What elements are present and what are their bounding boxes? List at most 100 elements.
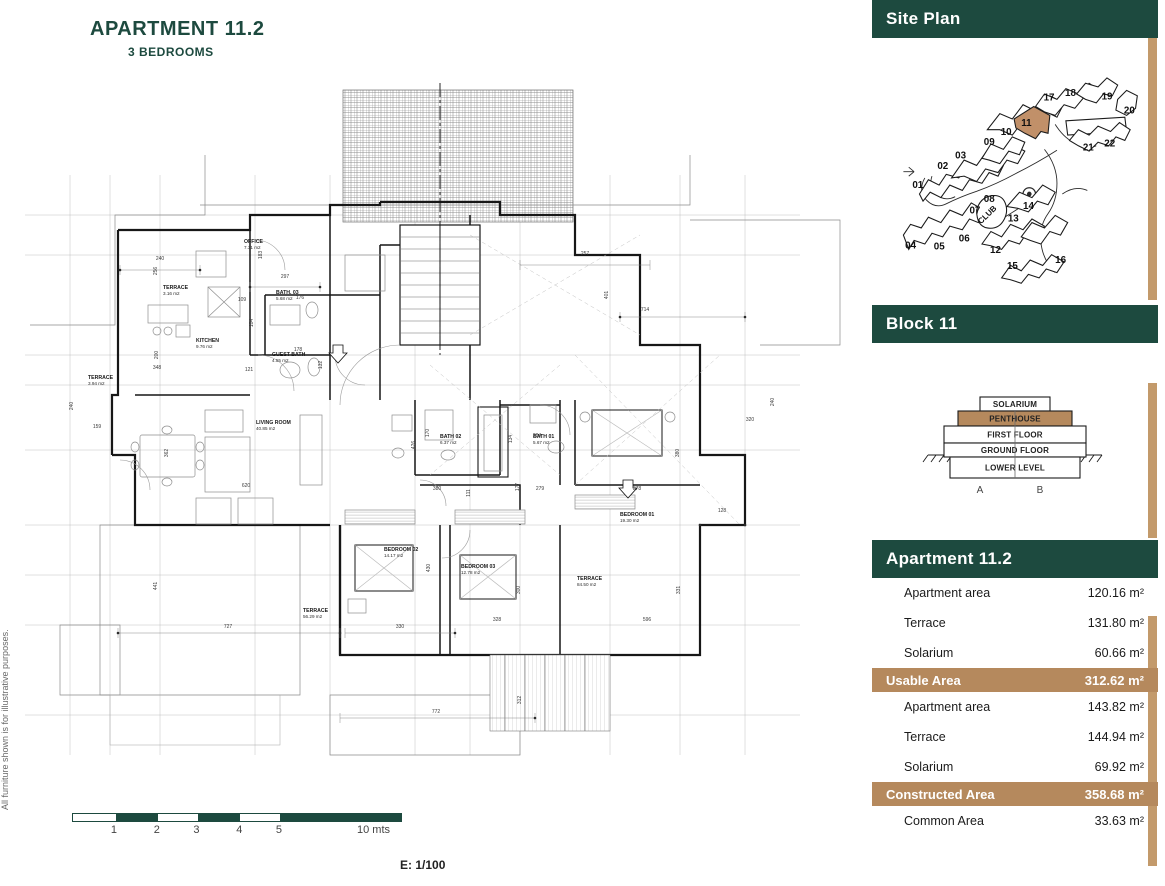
dimension-label: 132 — [318, 361, 324, 370]
info-sidebar: Site Plan — [862, 0, 1165, 886]
site-plan-block-01: 01 — [912, 180, 923, 191]
site-plan-block-14: 14 — [1023, 201, 1034, 212]
site-plan-block-21: 21 — [1083, 142, 1094, 153]
room-area-label: 40.85 m2 — [256, 426, 276, 431]
site-plan-block-20: 20 — [1124, 106, 1135, 117]
room-area-label: 4.55 m2 — [272, 358, 289, 363]
dimension-label: 240 — [770, 398, 776, 407]
dimension-label: 256 — [153, 267, 159, 276]
room-area-label: 19.30 m2 — [620, 518, 640, 523]
site-plan-block-19: 19 — [1102, 91, 1113, 102]
dimension-label: 348 — [153, 365, 162, 371]
site-plan-block-03: 03 — [955, 150, 966, 161]
accent-stripe-mid — [1148, 383, 1157, 538]
dimension-label: 134 — [508, 435, 514, 444]
block-column-A: A — [977, 485, 984, 496]
dimension-label: 727 — [224, 624, 233, 630]
vertical-dimension-labels: 2561831042002404011323624261701111771343… — [69, 251, 776, 705]
floor-plan-panel: APARTMENT 11.2 3 BEDROOMS All furniture … — [0, 18, 862, 872]
site-plan-block-22: 22 — [1104, 139, 1115, 150]
room-name-label: GUEST BATH — [272, 352, 306, 358]
page-title: APARTMENT 11.2 3 BEDROOMS — [90, 18, 264, 59]
room-name-label: BEDROOM 02 — [384, 547, 418, 553]
pergola-roof — [342, 89, 574, 223]
dimension-label: 177 — [515, 483, 521, 492]
room-name-label: LIVING ROOM — [256, 420, 291, 426]
site-plan-block-17: 17 — [1044, 92, 1055, 103]
apartment-title: APARTMENT 11.2 — [90, 18, 265, 40]
dimension-label: 183 — [258, 251, 264, 260]
dimension-label: 401 — [604, 291, 610, 300]
accent-stripe-top — [1148, 38, 1157, 300]
dimension-label: 240 — [156, 256, 165, 262]
area-row-label: Apartment area — [904, 700, 991, 714]
room-name-label: BEDROOM 01 — [620, 512, 654, 518]
block-column-B: B — [1037, 485, 1044, 496]
scale-tick-5: 5 — [275, 824, 283, 836]
area-row-label: Constructed Area — [886, 786, 995, 802]
room-name-label: BATH 01 — [533, 434, 554, 440]
dimension-label: 772 — [432, 709, 441, 715]
area-row-value: 131.80 m² — [1087, 616, 1144, 630]
scale-tick-3: 3 — [193, 824, 200, 836]
room-name-label: BATH. 03 — [276, 290, 299, 296]
area-row-value: 358.68 m² — [1084, 786, 1144, 802]
room-area-label: 7.31 m2 — [244, 245, 261, 250]
dimension-label: 378 — [633, 486, 642, 492]
dimension-label: 284 — [533, 433, 542, 439]
area-row-value: 120.16 m² — [1087, 586, 1144, 600]
site-plan-block-02: 02 — [937, 161, 948, 172]
room-area-label: 5.67 m2 — [533, 440, 550, 445]
room-area-label: 56.29 m2 — [303, 614, 323, 619]
dimension-label: 620 — [242, 483, 251, 489]
dimension-label: 426 — [411, 441, 417, 450]
block-header: Block 11 — [872, 305, 1158, 343]
dimension-label: 176 — [296, 295, 305, 301]
room-name-label: KITCHEN — [196, 338, 219, 344]
site-plan-block-10: 10 — [1001, 127, 1012, 138]
north-arrow-icon — [328, 344, 638, 499]
dimension-label: 441 — [153, 582, 159, 591]
scale-bar-track — [72, 813, 402, 822]
dimension-label: 159 — [93, 424, 102, 430]
site-plan-block-13: 13 — [1008, 214, 1019, 225]
dimension-label: 380 — [675, 449, 681, 458]
dimension-label: 380 — [433, 486, 442, 492]
site-plan-highlighted-block[interactable] — [1013, 105, 1051, 140]
room-name-label: BEDROOM 03 — [461, 564, 495, 570]
areas-header: Apartment 11.2 — [872, 540, 1158, 578]
area-row-value: 312.62 m² — [1084, 672, 1144, 688]
room-area-label: 84.50 m2 — [577, 582, 597, 587]
dimension-label: 430 — [426, 564, 432, 573]
area-row-label: Apartment area — [904, 586, 991, 600]
area-row-value: 69.92 m² — [1094, 760, 1144, 774]
area-row-value: 60.66 m² — [1094, 646, 1144, 660]
room-area-label: 3.94 m2 — [88, 381, 105, 386]
site-plan-block-08: 08 — [984, 194, 995, 205]
room-name-label: TERRACE — [88, 375, 114, 381]
dimension-label: 109 — [238, 297, 247, 303]
dimension-label: 104 — [249, 319, 255, 328]
room-area-label: 5.68 m2 — [276, 296, 293, 301]
dimension-points — [116, 268, 747, 720]
room-name-label: OFFICE — [244, 239, 264, 245]
room-area-label: 6.37 m2 — [440, 440, 457, 445]
room-area-label: 9.76 m2 — [196, 344, 213, 349]
room-name-label: TERRACE — [303, 608, 329, 614]
stairs — [109, 224, 611, 746]
site-plan-header: Site Plan — [872, 0, 1158, 38]
area-row-value: 33.63 m² — [1094, 814, 1144, 828]
